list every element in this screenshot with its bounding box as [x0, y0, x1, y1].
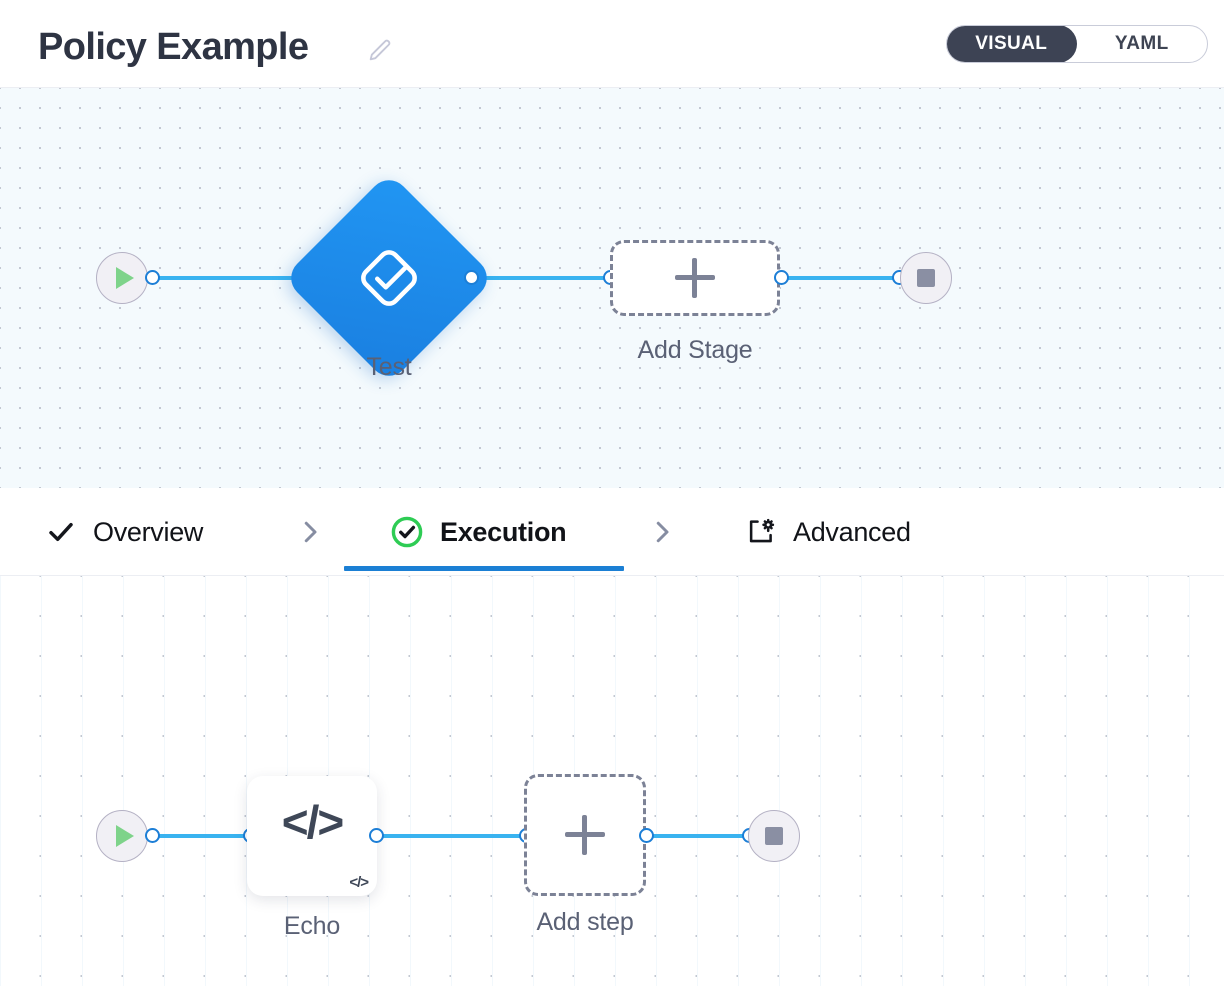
edge-start-to-echo: [152, 834, 252, 838]
handle-addstep-out[interactable]: [639, 828, 654, 843]
mode-option-visual[interactable]: VISUAL: [947, 26, 1077, 62]
step-graph-canvas[interactable]: </> </> Echo Add step: [0, 576, 1224, 986]
edge-test-to-addstage: [470, 276, 614, 280]
box-gear-icon: [749, 518, 775, 543]
add-stage-button[interactable]: [610, 240, 780, 316]
step-end-node[interactable]: [748, 810, 800, 862]
add-stage-label: Add Stage: [637, 336, 753, 364]
handle-test-out[interactable]: [464, 270, 479, 285]
handle-echo-out[interactable]: [369, 828, 384, 843]
tab-advanced[interactable]: Advanced: [745, 488, 911, 576]
chevron-right-icon: [656, 521, 669, 543]
step-node-echo[interactable]: </> </>: [247, 776, 377, 896]
stop-icon: [765, 827, 783, 845]
tab-execution-label: Execution: [440, 516, 567, 547]
tab-separator-1: [295, 488, 325, 576]
stage-detail-tabs: Overview Execution: [0, 488, 1224, 576]
code-badge-icon: </>: [349, 874, 369, 891]
stage-node-label-test: Test: [366, 353, 412, 381]
pencil-icon[interactable]: [366, 36, 394, 64]
tab-overview[interactable]: Overview: [45, 488, 203, 576]
edge-echo-to-addstep: [373, 834, 531, 838]
plus-icon: [675, 258, 715, 298]
edge-start-to-test: [152, 276, 312, 280]
handle-step-start-out[interactable]: [145, 828, 160, 843]
check-icon: [49, 522, 73, 542]
handle-addstage-out[interactable]: [774, 270, 789, 285]
code-icon: </>: [281, 796, 344, 848]
tab-advanced-label: Advanced: [793, 516, 911, 547]
stage-graph-canvas[interactable]: Test Add Stage: [0, 88, 1224, 488]
tab-separator-2: [647, 488, 677, 576]
play-icon: [115, 267, 134, 289]
stage-start-node[interactable]: [96, 252, 148, 304]
mode-option-yaml[interactable]: YAML: [1114, 33, 1169, 54]
step-start-node[interactable]: [96, 810, 148, 862]
stop-icon: [917, 269, 935, 287]
handle-start-out[interactable]: [145, 270, 160, 285]
page-header: Policy Example VISUAL YAML: [0, 0, 1224, 88]
page-title: Policy Example: [38, 26, 309, 68]
check-circle-icon: [391, 516, 423, 548]
add-step-button[interactable]: [524, 774, 646, 896]
tab-execution[interactable]: Execution: [390, 488, 567, 576]
view-mode-toggle[interactable]: VISUAL YAML: [946, 25, 1208, 63]
stage-end-node[interactable]: [900, 252, 952, 304]
plus-icon: [565, 815, 605, 855]
edge-addstep-to-end: [643, 834, 753, 838]
add-step-label: Add step: [536, 908, 634, 936]
play-icon: [115, 825, 134, 847]
chevron-right-icon: [304, 521, 317, 543]
step-node-label-echo: Echo: [283, 912, 341, 940]
edge-addstage-to-end: [780, 276, 902, 280]
tab-active-underline: [344, 566, 624, 571]
tab-overview-label: Overview: [93, 516, 204, 547]
